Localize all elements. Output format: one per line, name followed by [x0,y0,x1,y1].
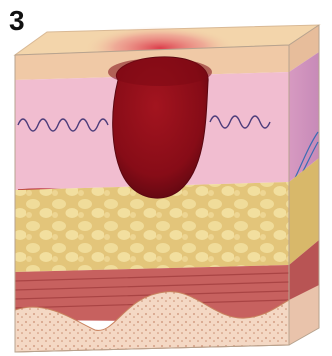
stage-number-label: 3 [9,4,25,38]
ulcer-rim [108,58,212,86]
